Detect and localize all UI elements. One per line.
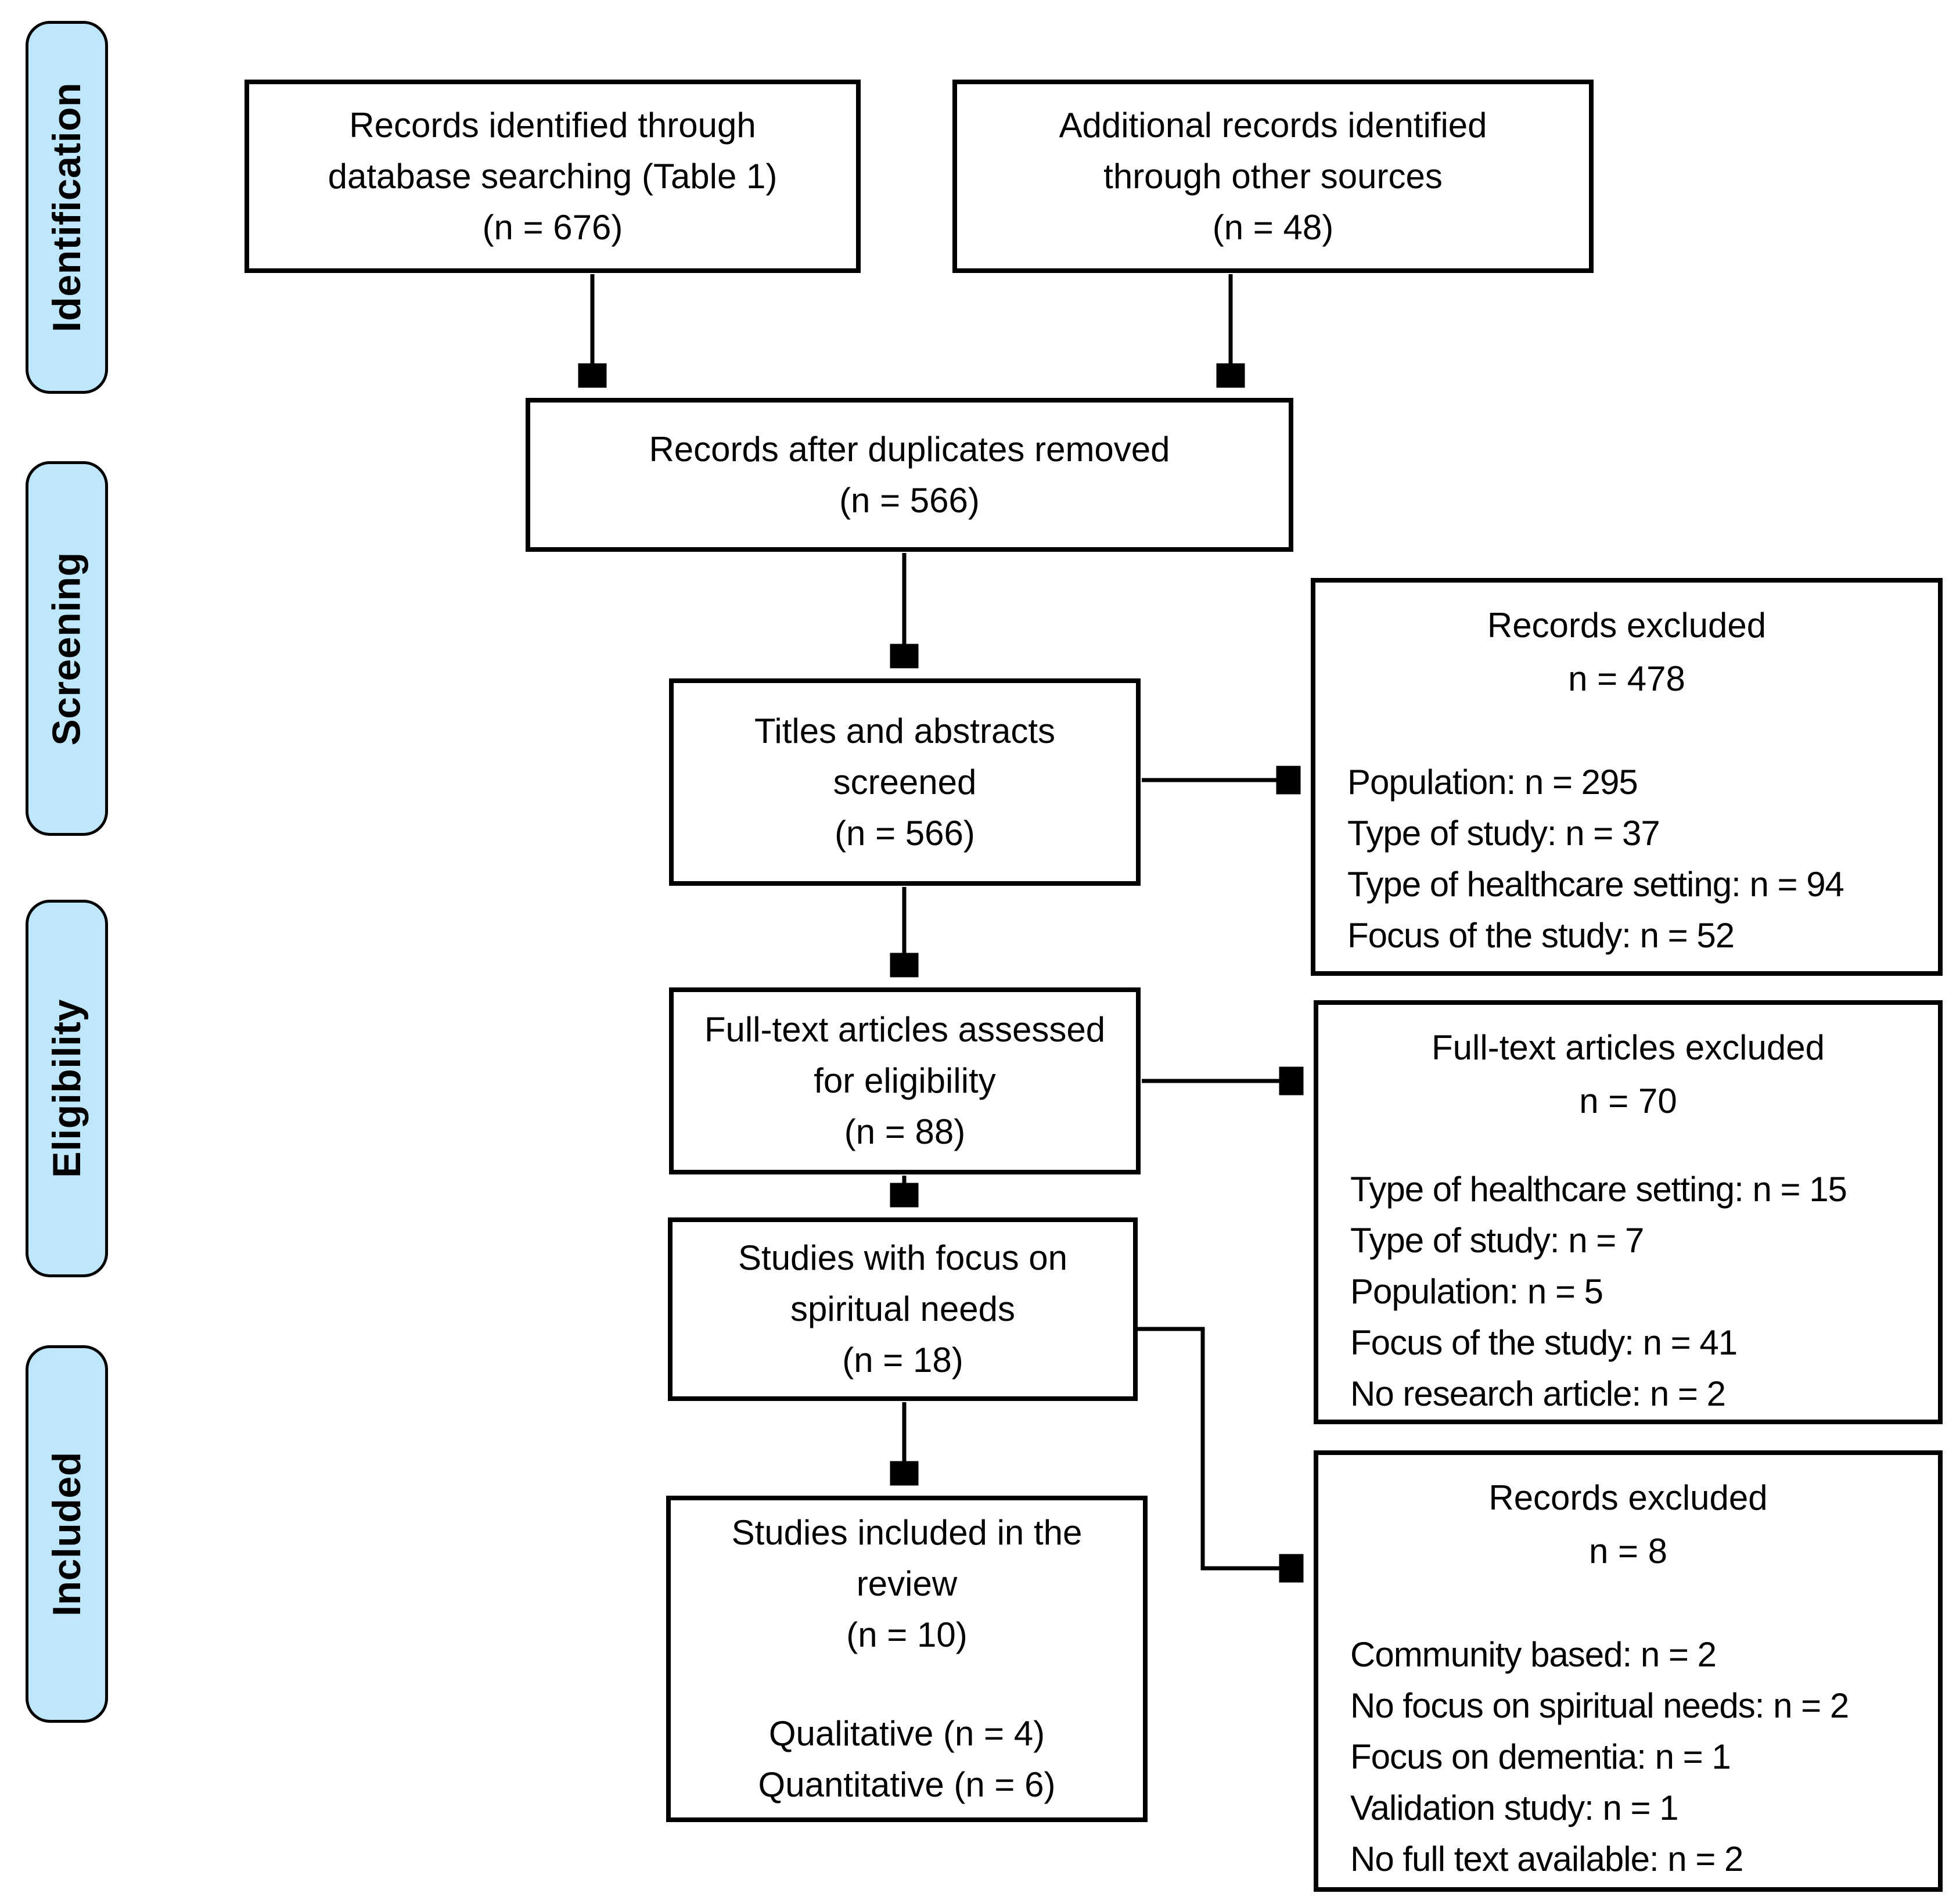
exclusion-item: Population: n = 295 [1347,763,1638,802]
box-subline-qualitative: Qualitative (n = 4) [768,1714,1045,1753]
box-titles-abstracts-screened: Titles and abstracts screened (n = 566) [669,678,1141,886]
box-fulltext-assessed: Full-text articles assessed for eligibil… [669,987,1141,1174]
box-records-excluded-screening: Records excluded n = 478 Population: n =… [1311,578,1943,976]
box-additional-records: Additional records identified through ot… [952,80,1594,273]
exclusion-item: Type of healthcare setting: n = 94 [1347,865,1844,904]
exclusion-item: Type of study: n = 37 [1347,814,1660,853]
exclusion-item: Type of healthcare setting: n = 15 [1350,1170,1847,1209]
exclusion-item: Community based: n = 2 [1350,1635,1717,1674]
exclusion-spacer [1315,706,1938,757]
exclusion-item: Population: n = 5 [1350,1272,1603,1311]
exclusion-item: No full text available: n = 2 [1350,1840,1743,1878]
exclusion-count: n = 478 [1568,659,1685,698]
stage-label-screening: Screening [26,461,108,836]
exclusion-title: Records excluded [1487,606,1767,645]
stage-label-text: Identification [45,82,89,333]
box-text-line: Additional records identified [1059,105,1487,145]
box-text-line: Records identified through [349,105,756,145]
box-text-line: Titles and abstracts [754,711,1055,750]
box-records-identified: Records identified through database sear… [244,80,861,273]
box-count: (n = 566) [835,813,975,853]
exclusion-spacer [1318,1128,1938,1164]
exclusion-item: Focus on dementia: n = 1 [1350,1737,1731,1776]
box-count: (n = 566) [839,480,980,520]
box-text-line: database searching (Table 1) [328,156,778,196]
box-text-line: for eligibility [814,1061,996,1100]
box-text-line: through other sources [1103,156,1443,196]
box-count: (n = 18) [842,1341,963,1379]
box-count: (n = 676) [482,207,623,247]
exclusion-title: Records excluded [1488,1478,1768,1517]
exclusion-item: Focus of the study: n = 41 [1350,1323,1738,1362]
exclusion-item: Focus of the study: n = 52 [1347,916,1735,955]
box-records-excluded-included: Records excluded n = 8 Community based: … [1314,1450,1943,1892]
exclusion-title: Full-text articles excluded [1432,1028,1825,1067]
stage-label-text: Included [45,1452,89,1616]
box-text-line: Studies with focus on [738,1238,1067,1277]
exclusion-item: Validation study: n = 1 [1350,1788,1679,1827]
exclusion-count: n = 8 [1588,1532,1668,1571]
arrow-spiritual-to-excluded-elbow [1138,1327,1300,1568]
stage-label-eligibility: Eligibility [26,900,108,1277]
exclusion-count: n = 70 [1579,1082,1677,1120]
box-count: (n = 48) [1212,207,1334,247]
exclusion-spacer [1318,1578,1938,1629]
box-fulltext-excluded: Full-text articles excluded n = 70 Type … [1314,1000,1943,1424]
stage-label-included: Included [26,1345,108,1723]
exclusion-item: No research article: n = 2 [1350,1374,1726,1413]
box-text-line: Studies included in the [731,1513,1083,1552]
box-text-line: Full-text articles assessed [704,1010,1106,1049]
box-count: (n = 88) [844,1112,966,1151]
box-text-line: spiritual needs [790,1289,1015,1328]
box-text-line: screened [833,762,977,802]
stage-label-text: Screening [45,551,89,746]
box-studies-included: Studies included in the review (n = 10) … [666,1496,1148,1822]
box-count: (n = 10) [846,1615,968,1654]
box-spiritual-needs-focus: Studies with focus on spiritual needs (n… [668,1217,1138,1401]
stage-label-identification: Identification [26,21,108,394]
exclusion-item: No focus on spiritual needs: n = 2 [1350,1686,1849,1725]
exclusion-item: Type of study: n = 7 [1350,1221,1644,1260]
stage-label-text: Eligibility [45,999,89,1178]
box-subline-quantitative: Quantitative (n = 6) [758,1765,1056,1804]
box-text-line: review [856,1564,958,1603]
box-text-line: Records after duplicates removed [649,429,1170,469]
box-duplicates-removed: Records after duplicates removed (n = 56… [526,398,1293,552]
